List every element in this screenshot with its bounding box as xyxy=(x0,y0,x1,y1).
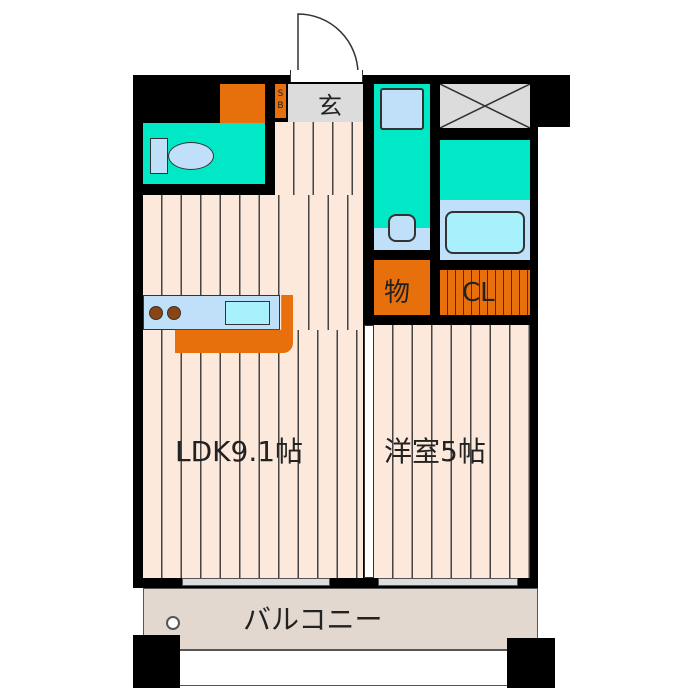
closet-label: CL xyxy=(462,278,495,308)
drain-icon xyxy=(166,616,180,630)
sliding-door[interactable] xyxy=(364,325,374,578)
entrance xyxy=(288,84,363,122)
closet xyxy=(440,270,530,315)
ldk-room xyxy=(143,195,363,578)
entrance-label: 玄 xyxy=(318,92,342,120)
western-room-label: 洋室5帖 xyxy=(384,435,486,468)
stove-burner-icon xyxy=(167,306,181,320)
wall-block-top-right xyxy=(530,75,570,127)
storage-top-left xyxy=(220,84,265,123)
shoe-box-b: B xyxy=(277,101,284,111)
washing-machine-icon xyxy=(380,88,424,130)
ldk-label: LDK9.1帖 xyxy=(175,435,304,468)
shoe-box: S B xyxy=(275,84,286,118)
balcony-label: バルコニー xyxy=(243,603,383,636)
window-western xyxy=(378,578,518,586)
pipe-space-cross-icon xyxy=(440,84,530,128)
toilet-bowl-icon xyxy=(168,142,214,170)
column-bottom-left xyxy=(133,635,180,688)
stove-burner-icon xyxy=(149,306,163,320)
storage-label: 物 xyxy=(384,278,411,308)
kitchen-sink-icon xyxy=(225,301,270,325)
toilet-tank-icon xyxy=(150,138,168,174)
balcony-rail xyxy=(180,650,510,686)
shoe-box-s: S xyxy=(277,89,284,99)
hallway xyxy=(275,122,363,195)
entrance-opening xyxy=(290,70,363,82)
storage xyxy=(374,260,430,315)
hallway-lower xyxy=(290,195,363,330)
balcony xyxy=(143,588,538,650)
bathtub-icon xyxy=(445,211,525,254)
bathroom xyxy=(440,140,530,200)
window-ldk xyxy=(182,578,330,586)
entrance-door-icon xyxy=(297,13,359,76)
western-room xyxy=(374,325,530,578)
sink-icon xyxy=(388,214,416,242)
column-bottom-right xyxy=(507,638,555,688)
